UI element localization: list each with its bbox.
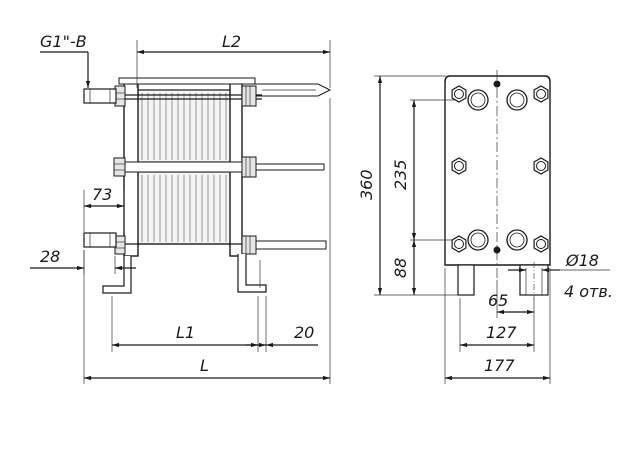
side-view: G1"-B L2 73 28 L1 — [30, 32, 332, 384]
nut-left-middle — [113, 157, 126, 177]
dimension-177-label: 177 — [484, 356, 515, 375]
bolt-end — [454, 239, 464, 249]
holes-label: 4 отв. — [564, 282, 613, 301]
port-bottom-left — [467, 229, 489, 251]
dimension-127: 127 — [459, 298, 535, 352]
connection-label: G1"-B — [40, 32, 87, 51]
dimension-88: 88 — [391, 240, 417, 295]
dimension-l2: L2 — [136, 32, 331, 88]
nut-right-middle — [241, 156, 257, 178]
dimension-hole-callout: Ø18 4 отв. — [508, 251, 613, 301]
dimension-l2-label: L2 — [222, 32, 241, 51]
dimension-73-label: 73 — [92, 185, 112, 204]
nut-right-top — [241, 85, 257, 107]
bolt-end — [536, 239, 546, 249]
tie-bolt-middle — [117, 161, 325, 173]
dimension-65: 65 — [488, 280, 535, 318]
dimension-73: 73 — [83, 185, 125, 232]
dimension-360: 360 — [357, 75, 458, 296]
front-view: 360 235 88 Ø18 4 отв. 65 — [357, 70, 613, 384]
guide-pin-top — [493, 80, 501, 88]
dimension-88-label: 88 — [391, 258, 410, 278]
nozzle-lower — [83, 232, 117, 248]
dimension-l: L — [83, 98, 331, 384]
dimension-28-label: 28 — [40, 247, 60, 266]
tie-bolt-top — [114, 94, 262, 100]
dimension-360-label: 360 — [357, 169, 376, 200]
plate-pack-upper — [136, 89, 232, 163]
dimension-235-label: 235 — [391, 159, 410, 190]
dimension-20: 20 — [246, 296, 318, 352]
nozzle-upper — [83, 88, 117, 104]
front-foot-left — [457, 264, 475, 296]
top-guide-bar — [118, 77, 332, 97]
dimension-235: 235 — [391, 100, 417, 240]
port-bottom-right — [506, 229, 528, 251]
front-bolts — [451, 85, 549, 253]
foot-right — [237, 254, 267, 293]
dimension-20-label: 20 — [294, 323, 314, 342]
guide-pin-bottom — [493, 246, 501, 254]
dimension-177: 177 — [444, 268, 551, 384]
bolt-end — [454, 89, 464, 99]
dimension-127-label: 127 — [486, 323, 517, 342]
bolt-end — [454, 161, 464, 171]
dimension-18-label: Ø18 — [565, 251, 599, 270]
frame-plate-outline — [444, 75, 551, 266]
connection-callout: G1"-B — [40, 32, 91, 88]
dimension-l-label: L — [200, 356, 209, 375]
nut-left-top — [114, 85, 126, 107]
dimension-l1: L1 — [111, 296, 259, 352]
front-foot-right — [519, 262, 549, 300]
port-top-left — [467, 89, 489, 111]
dimension-65-label: 65 — [488, 291, 508, 310]
dimension-l1-label: L1 — [176, 323, 195, 342]
bolt-end — [536, 89, 546, 99]
nut-right-bottom — [241, 235, 257, 255]
bolt-end — [536, 161, 546, 171]
dimension-28: 28 — [30, 247, 136, 274]
port-top-right — [506, 89, 528, 111]
plate-pack-lower — [136, 171, 232, 245]
foot-left — [102, 256, 132, 294]
